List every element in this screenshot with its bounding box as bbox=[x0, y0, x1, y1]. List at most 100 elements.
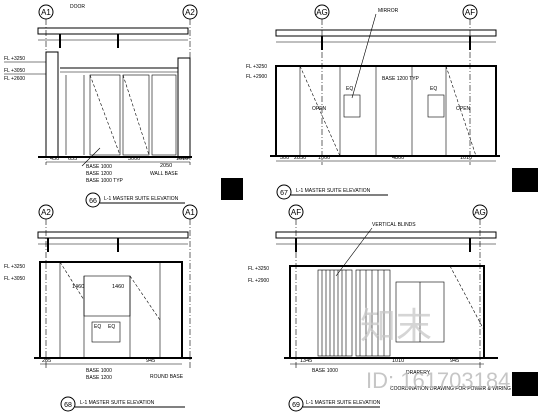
mirror bbox=[343, 94, 361, 118]
watermark-brand: 知末 bbox=[360, 306, 432, 347]
slab bbox=[275, 29, 497, 37]
note: DOOR bbox=[70, 4, 85, 10]
note-leader bbox=[335, 227, 373, 277]
watermark: 知末 ID: 161703184 bbox=[360, 306, 510, 393]
door-swing bbox=[129, 275, 161, 321]
door-panel bbox=[122, 74, 150, 156]
dimension-text: 1010 bbox=[392, 358, 404, 364]
grid-label-left: A2 bbox=[41, 208, 51, 217]
note: BASE 1200 bbox=[86, 171, 112, 177]
door-swing bbox=[449, 265, 485, 331]
dimension-text: 1010 bbox=[176, 156, 188, 162]
note: COORDINATION DRAWING FOR POWER & WIRING … bbox=[390, 386, 538, 392]
curtain bbox=[317, 269, 353, 357]
note: BASE 1200 TYP bbox=[382, 76, 420, 82]
note: EQ bbox=[346, 86, 353, 92]
door-panel bbox=[89, 74, 121, 156]
dimension-text: 945 bbox=[146, 358, 155, 364]
watermark-id: ID: 161703184 bbox=[366, 368, 510, 393]
view-number: 68 bbox=[64, 402, 72, 409]
slab bbox=[37, 231, 189, 239]
dimension-text: 4800 bbox=[392, 155, 404, 161]
grid-label-right: A2 bbox=[185, 8, 195, 17]
view-number-bubble bbox=[60, 396, 76, 412]
dimension-text: 2050 bbox=[160, 163, 172, 169]
door-swing bbox=[445, 65, 477, 157]
level-label: FL +3250 bbox=[4, 264, 25, 270]
note: BASE 1000 bbox=[86, 368, 112, 374]
dimension-text: 285 bbox=[42, 358, 51, 364]
note: BASE 1200 bbox=[86, 375, 112, 381]
view-number: 69 bbox=[292, 402, 300, 409]
view-number: 67 bbox=[280, 190, 288, 197]
section-block bbox=[512, 372, 538, 396]
wall-right bbox=[177, 57, 191, 159]
note: DRAPERY bbox=[406, 370, 431, 376]
note: BASE 1000 bbox=[312, 368, 338, 374]
view-number-bubble bbox=[288, 396, 304, 412]
note: OPEN bbox=[312, 106, 327, 112]
grid-label-left: AG bbox=[316, 8, 328, 17]
view-number: 66 bbox=[89, 198, 97, 205]
elevation-panel-68: A2 A1 1460 1460 945 285 FL +3250 FL +305… bbox=[4, 204, 198, 412]
view-number-bubble bbox=[85, 192, 101, 208]
note: EQ bbox=[94, 324, 101, 330]
dimension-text: 655 bbox=[68, 156, 77, 162]
level-label: FL +3050 bbox=[4, 276, 25, 282]
door-panel bbox=[151, 74, 177, 156]
grid-label-right: A1 bbox=[185, 208, 195, 217]
note: MIRROR bbox=[378, 8, 399, 14]
grid-label-right: AG bbox=[474, 208, 486, 217]
note: BASE 1000 bbox=[86, 164, 112, 170]
view-title: L-1 MASTER SUITE ELEVATION bbox=[80, 400, 155, 406]
section-block bbox=[221, 178, 243, 200]
grid-label-left: AF bbox=[291, 208, 301, 217]
note: BASE 1000 TYP bbox=[86, 178, 124, 184]
note: OPEN bbox=[456, 106, 471, 112]
dimension-text: 3000 bbox=[128, 156, 140, 162]
dimension-text: 945 bbox=[450, 358, 459, 364]
elevation-panel-69: AF AG 1345 1010 945 FL +3250 FL +2900 bbox=[248, 204, 538, 412]
dimension-text: 1010 bbox=[460, 155, 472, 161]
level-label: FL +3250 bbox=[248, 266, 269, 272]
level-label: FL +3250 bbox=[4, 56, 25, 62]
note: WALL BASE bbox=[150, 171, 179, 177]
slab bbox=[37, 27, 189, 35]
dimension-text: 1345 bbox=[300, 358, 312, 364]
view-title: L-1 MASTER SUITE ELEVATION bbox=[104, 196, 179, 202]
mirror bbox=[91, 321, 121, 343]
dimension-text: 500 bbox=[280, 155, 289, 161]
note: ROUND BASE bbox=[150, 374, 184, 380]
view-title: L-1 MASTER SUITE ELEVATION bbox=[306, 400, 381, 406]
curtain bbox=[355, 269, 391, 357]
note: VERTICAL BLINDS bbox=[372, 222, 416, 228]
dimension-text: 1000 bbox=[318, 155, 330, 161]
level-label: FL +2600 bbox=[4, 76, 25, 82]
note: EQ bbox=[430, 86, 437, 92]
dimension-text: 2850 bbox=[294, 155, 306, 161]
section-block bbox=[512, 168, 538, 192]
dimension-text: 1460 bbox=[72, 284, 84, 290]
level-label: FL +2900 bbox=[248, 278, 269, 284]
mirror bbox=[427, 94, 445, 118]
slab bbox=[275, 231, 497, 239]
elevation-panel-67: AG AF 500 2850 1000 4800 1010 FL +3250 F… bbox=[221, 4, 538, 200]
dimension-text: 1460 bbox=[112, 284, 124, 290]
note-leader bbox=[81, 147, 101, 167]
note: EQ bbox=[108, 324, 115, 330]
grid-label-right: AF bbox=[465, 8, 475, 17]
elevation-panel-66: A1 A2 450 655 3000 2050 1010 FL +3250 bbox=[4, 4, 198, 208]
grid-label-left: A1 bbox=[41, 8, 51, 17]
door-swing bbox=[299, 65, 341, 157]
view-number-bubble bbox=[276, 184, 292, 200]
door-swing bbox=[122, 74, 150, 156]
headboard bbox=[83, 275, 131, 317]
dimension-text: 450 bbox=[50, 156, 59, 162]
door-swing bbox=[59, 261, 85, 301]
note-leader bbox=[351, 13, 377, 99]
level-label: FL +3050 bbox=[4, 68, 25, 74]
view-title: L-1 MASTER SUITE ELEVATION bbox=[296, 188, 371, 194]
door-swing bbox=[89, 74, 121, 156]
room-frame bbox=[39, 261, 183, 359]
